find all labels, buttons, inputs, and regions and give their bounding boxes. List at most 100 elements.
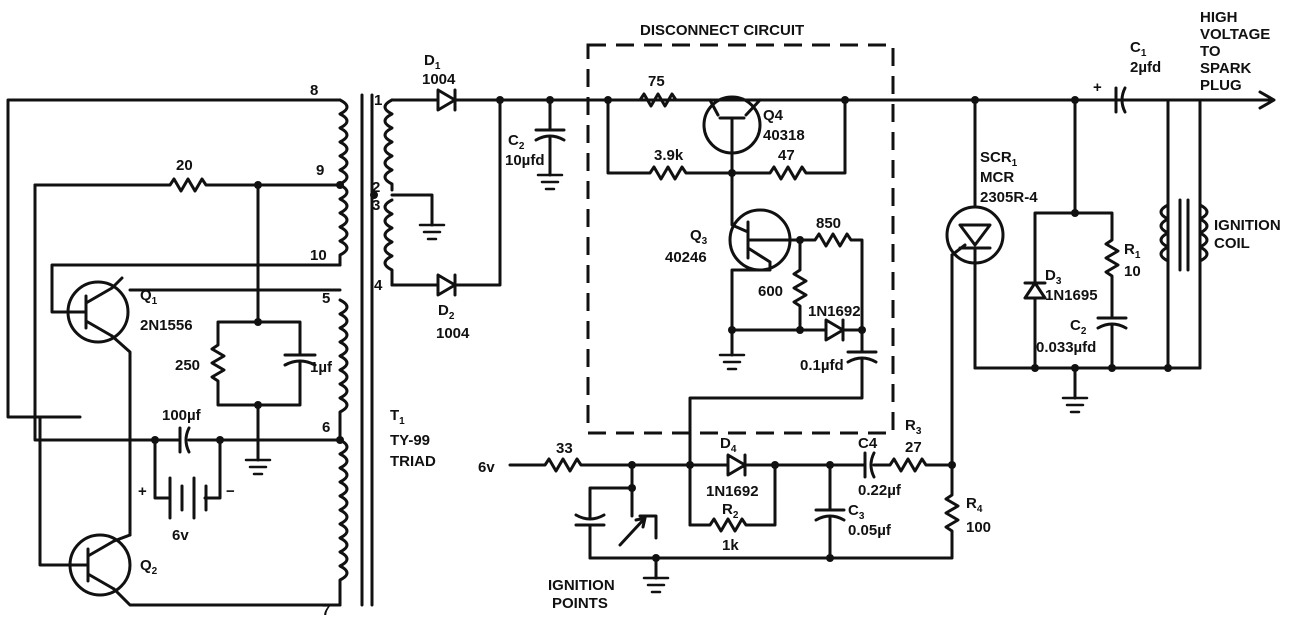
transformer-core	[360, 93, 374, 607]
capacitor-0.1ufd	[688, 328, 878, 527]
output-arrow-icon	[1258, 90, 1276, 110]
wire-q2-base	[38, 415, 72, 567]
coil-8-9	[338, 98, 349, 187]
diode-d1	[390, 88, 1272, 112]
resistor-r4	[588, 463, 960, 560]
pin-6: 6	[322, 419, 330, 436]
wire-q1-base	[50, 263, 342, 314]
d1-part: 1004	[422, 71, 456, 88]
input-line-33-d4	[508, 453, 867, 477]
ground-icon	[642, 576, 670, 594]
q4-ref: Q4	[763, 107, 784, 124]
coil-1-2	[383, 98, 394, 192]
coil-3-4	[383, 198, 394, 287]
battery-value: 6v	[172, 527, 189, 544]
oscillator-section	[6, 93, 446, 607]
r75-label: 75	[648, 73, 665, 90]
c4-r3	[863, 451, 954, 479]
points-arrow-icon	[618, 516, 647, 547]
r850-label: 850	[816, 215, 841, 232]
coil-core	[1178, 198, 1190, 272]
output-label-1: HIGH	[1200, 9, 1238, 26]
output-section	[945, 86, 1276, 414]
output-label-5: PLUG	[1200, 77, 1242, 94]
output-label-2: VOLTAGE	[1200, 26, 1270, 43]
c2left-ref: C2	[508, 132, 525, 152]
scr-symbol	[950, 223, 992, 370]
c4-ref: C4	[858, 435, 878, 452]
ground-icon	[244, 458, 272, 476]
wire-center-tap	[390, 193, 434, 227]
capacitor-c3	[814, 463, 846, 560]
scr-line2: MCR	[980, 169, 1014, 186]
ground-icon	[718, 353, 746, 371]
q3-part: 40246	[665, 249, 707, 266]
coil-5-6	[338, 298, 349, 442]
c3-value: 0.05µf	[848, 522, 892, 539]
diode-d3	[1023, 211, 1077, 370]
pin-7: 7	[322, 602, 330, 619]
disconnect-box	[586, 43, 895, 435]
diode-1n1692	[730, 318, 864, 342]
r1-value: 10	[1124, 263, 1141, 280]
pin-5: 5	[322, 290, 330, 307]
wire-pin8-loop	[6, 98, 342, 419]
ignition-coil	[1198, 98, 1209, 370]
pin-3: 3	[372, 197, 380, 214]
q1-ref: Q1	[140, 287, 158, 307]
pin-9: 9	[316, 162, 324, 179]
c1-ref: C1	[1130, 39, 1147, 59]
ignition-points	[574, 463, 658, 580]
pin-10: 10	[310, 247, 327, 264]
diode-d2	[390, 98, 502, 297]
c2left-value: 10µfd	[505, 152, 545, 169]
labels: DISCONNECT CIRCUIT HIGH VOLTAGE TO SPARK…	[138, 9, 1281, 619]
r33-label: 33	[556, 440, 573, 457]
q3-ref: Q3	[690, 227, 708, 247]
r600-label: 600	[758, 283, 783, 300]
d2-part: 1004	[436, 325, 470, 342]
battery-plus: +	[138, 483, 147, 500]
q2-ref: Q2	[140, 557, 158, 577]
coil-9-10	[338, 183, 349, 267]
q1-part: 2N1556	[140, 317, 193, 334]
d3-part: 1N1695	[1045, 287, 1098, 304]
rectifier-section	[390, 88, 1272, 297]
r3-ref: R3	[905, 417, 922, 437]
r3.9k-label: 3.9k	[654, 147, 684, 164]
ground-icon	[418, 223, 446, 241]
ground-icon	[1061, 396, 1089, 414]
coil-label-2: COIL	[1214, 235, 1250, 252]
t1-ref: T1	[390, 407, 405, 427]
d1-ref: D1	[424, 52, 441, 72]
r250-label: 250	[175, 357, 200, 374]
c0.1-label: 0.1µfd	[800, 357, 844, 374]
points-label-2: POINTS	[552, 595, 608, 612]
resistor-r2	[688, 463, 777, 533]
resistors-3.9k-47	[606, 98, 847, 181]
c1-value: 2µfd	[1130, 59, 1161, 76]
c1uf-label: 1µf	[310, 359, 333, 376]
q2-symbol	[68, 539, 116, 591]
pin-8: 8	[310, 82, 318, 99]
coil-label-1: IGNITION	[1214, 217, 1281, 234]
pin-1: 1	[374, 92, 382, 109]
r2-value: 1k	[722, 537, 739, 554]
pin-2: 2	[372, 179, 380, 196]
d2-ref: D2	[438, 302, 455, 322]
c4-value: 0.22µf	[858, 482, 902, 499]
rc-block-250-1uf	[210, 183, 317, 462]
t1-model: TY-99	[390, 432, 430, 449]
q1-symbol	[66, 276, 124, 338]
input-6v-label: 6v	[478, 459, 495, 476]
r1-c2-branch	[1073, 98, 1128, 370]
coil-6-7	[338, 438, 349, 607]
c100uf-label: 100µf	[162, 407, 202, 424]
r1-ref: R1	[1124, 241, 1141, 261]
scr-ref: SCR1	[980, 149, 1018, 169]
q4-symbol	[708, 98, 762, 175]
capacitor-c2-left	[534, 98, 566, 177]
disconnect-circuit	[586, 43, 895, 527]
q4-part: 40318	[763, 127, 805, 144]
